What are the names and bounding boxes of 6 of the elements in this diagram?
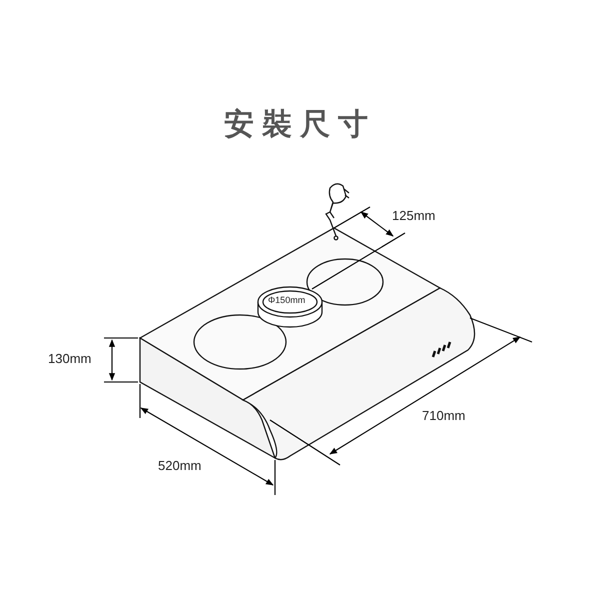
dimension-label: 125mm [392, 209, 436, 222]
dimension-label: 710mm [422, 409, 466, 422]
diameter-label: Φ150mm [268, 296, 306, 305]
dimension-label: 130mm [48, 352, 92, 365]
title: 安裝尺寸 [224, 107, 376, 142]
dimension-label: 520mm [158, 459, 202, 472]
